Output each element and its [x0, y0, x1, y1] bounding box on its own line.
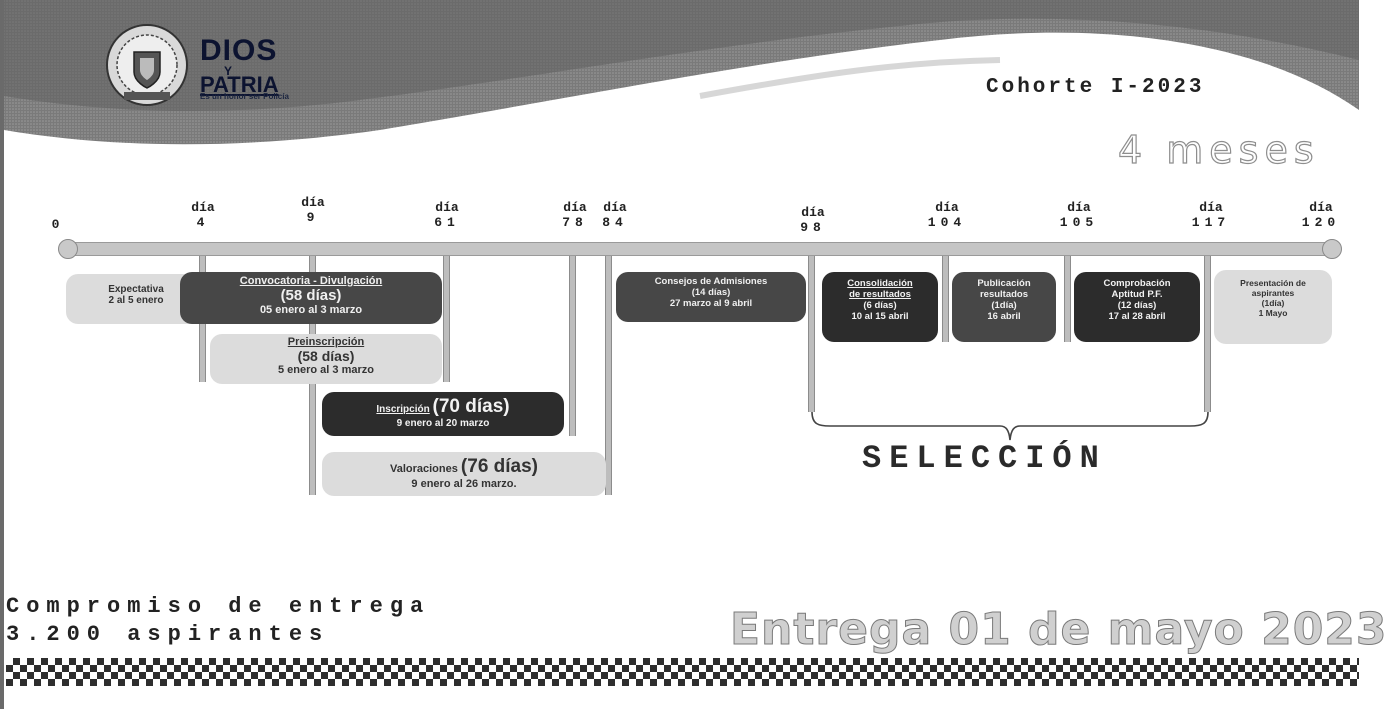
- marker-line-dia-98: [808, 250, 815, 412]
- commitment-line-1: Compromiso de entrega: [6, 594, 431, 619]
- stage-dates: 2 al 5 enero: [108, 295, 164, 306]
- stage-dates: 27 marzo al 9 abril: [669, 298, 753, 309]
- stage-title-2: aspirantes: [1251, 288, 1295, 298]
- brand-tagline: Es un honor ser Policía: [200, 92, 289, 101]
- stage-title: Preinscripción: [287, 336, 365, 348]
- checkered-border: [6, 658, 1359, 686]
- stage-title: Valoraciones: [389, 463, 458, 475]
- stage-duration: (70 días): [432, 396, 510, 417]
- stage-duration: (58 días): [297, 348, 355, 364]
- stage-presentacion: Presentación de aspirantes (1día) 1 Mayo: [1214, 270, 1332, 344]
- stage-dates: 16 abril: [987, 311, 1021, 322]
- stage-dates: 10 al 15 abril: [851, 311, 909, 322]
- police-emblem: [104, 22, 190, 108]
- cohort-title: Cohorte I-2023: [986, 76, 1205, 99]
- stage-title: Comprobación: [1103, 278, 1171, 289]
- stage-title: Presentación de: [1240, 278, 1306, 288]
- stage-comprobacion: Comprobación Aptitud P.F. (12 días) 17 a…: [1074, 272, 1200, 342]
- brand-y: Y: [224, 64, 233, 78]
- brand-patria: PATRIA: [200, 72, 279, 97]
- commitment-line-2: 3.200 aspirantes: [6, 622, 330, 647]
- stage-preinscripcion: Preinscripción (58 días) 5 enero al 3 ma…: [210, 334, 442, 384]
- marker-line-dia-84: [605, 250, 612, 495]
- delivery-date: Entrega 01 de mayo 2023: [730, 604, 1388, 656]
- stage-convocatoria: Convocatoria - Divulgación (58 días) 05 …: [180, 272, 442, 324]
- marker-line-dia-61: [443, 250, 450, 382]
- stage-title: Convocatoria - Divulgación: [239, 275, 383, 287]
- marker-line-dia-78: [569, 250, 576, 436]
- stage-duration: (76 días): [460, 456, 539, 477]
- stage-dates: 1 Mayo: [1258, 308, 1288, 318]
- stage-duration: (1día): [991, 300, 1017, 311]
- stage-title-2: resultados: [979, 289, 1029, 300]
- marker-line-dia-117: [1204, 250, 1211, 412]
- timeline-axis: [62, 242, 1338, 256]
- marker-line-dia-105: [1064, 250, 1071, 342]
- marker-line-dia-104: [942, 250, 949, 342]
- duration-title: 4 meses: [1117, 127, 1320, 172]
- brand-dios: DIOS: [200, 34, 278, 67]
- stage-dates: 5 enero al 3 marzo: [278, 364, 374, 376]
- stage-dates: 9 enero al 20 marzo: [396, 418, 490, 429]
- stage-dates: 9 enero al 26 marzo.: [411, 478, 517, 490]
- stage-title-2: Aptitud P.F.: [1111, 289, 1163, 300]
- header-band: [4, 0, 1359, 145]
- selection-bracket: [811, 411, 1209, 441]
- stage-title: Publicación: [977, 278, 1031, 289]
- stage-dates: 17 al 28 abril: [1108, 311, 1166, 322]
- page-border: [0, 0, 4, 709]
- timeline-end-dot: [1322, 239, 1342, 259]
- stage-inscripcion: Inscripción (70 días) 9 enero al 20 marz…: [322, 392, 564, 436]
- stage-duration: (12 días): [1117, 300, 1157, 311]
- stage-title: Expectativa: [108, 284, 164, 295]
- stage-duration: (6 días): [863, 300, 897, 311]
- stage-duration: (58 días): [280, 287, 342, 304]
- stage-duration: (1día): [1261, 298, 1285, 308]
- stage-dates: 05 enero al 3 marzo: [259, 304, 363, 316]
- stage-publicacion: Publicación resultados (1día) 16 abril: [952, 272, 1056, 342]
- stage-valoraciones: Valoraciones (76 días) 9 enero al 26 mar…: [322, 452, 606, 496]
- day-label-start: 0: [51, 217, 65, 232]
- stage-consolidacion: Consolidación de resultados (6 días) 10 …: [822, 272, 938, 342]
- stage-duration: (14 días): [691, 287, 731, 298]
- stage-title: Consejos de Admisiones: [654, 276, 768, 287]
- stage-consejos: Consejos de Admisiones (14 días) 27 marz…: [616, 272, 806, 322]
- selection-label: SELECCIÓN: [862, 440, 1107, 477]
- stage-title: Consolidación: [847, 278, 913, 289]
- stage-title-2: de resultados: [849, 289, 911, 300]
- stage-title: Inscripción: [376, 404, 430, 415]
- timeline-start-dot: [58, 239, 78, 259]
